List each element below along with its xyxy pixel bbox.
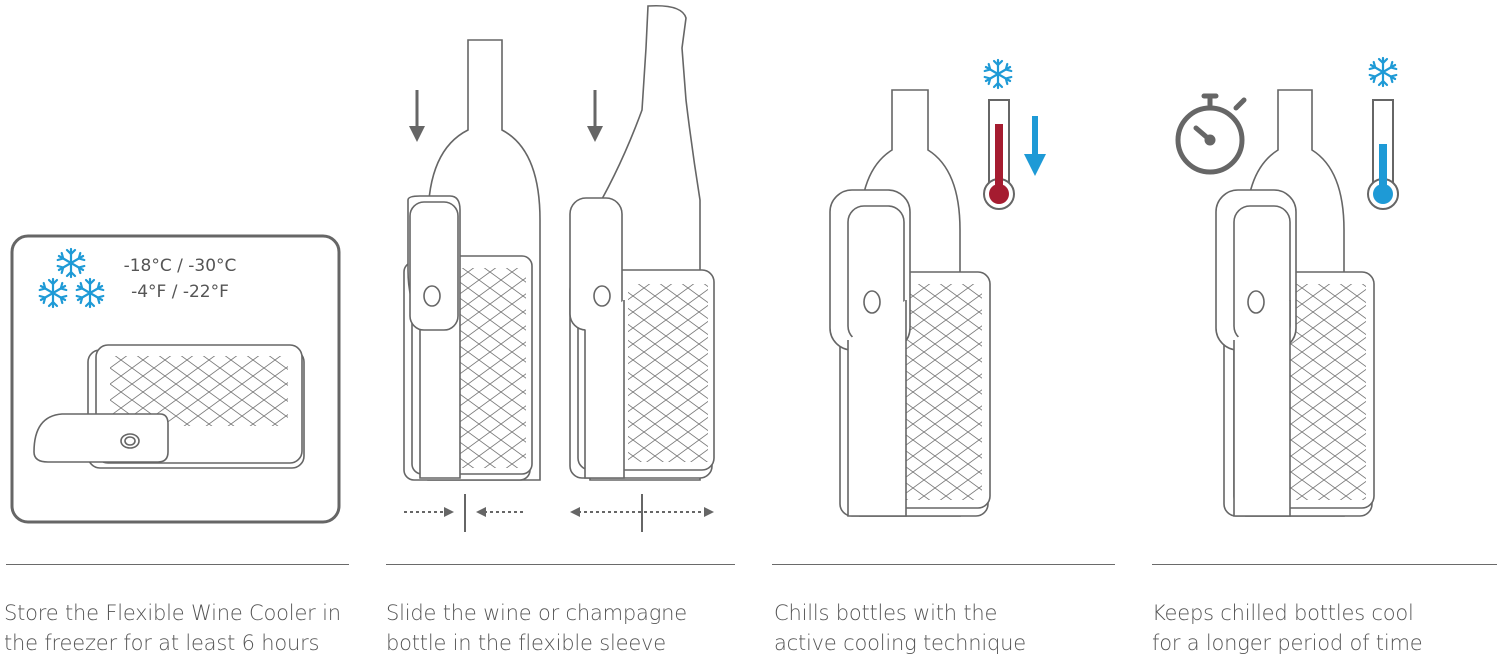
caption-line: active cooling technique [774, 631, 1026, 655]
wine-bottle [829, 89, 991, 517]
snowflake-icon [56, 247, 86, 279]
snowflake-icon [1368, 56, 1398, 88]
temperature-fahrenheit: -4°F / -22°F [131, 282, 229, 302]
stretch-arrows-icon [404, 494, 714, 532]
step-keep-cool-panel: Keeps chilled bottles cool for a longer … [1148, 0, 1500, 663]
step-chill-panel: Chills bottles with the active cooling t… [770, 0, 1130, 663]
step-slide-panel: Slide the wine or champagne bottle in th… [380, 0, 750, 663]
step-caption: Slide the wine or champagne bottle in th… [386, 598, 687, 658]
caption-line: Chills bottles with the [774, 601, 998, 625]
chilling-illustration [829, 58, 1046, 517]
caption-line: the freezer for at least 6 hours [4, 631, 320, 655]
step-caption: Store the Flexible Wine Cooler in the fr… [4, 598, 341, 658]
temperature-down-arrow-icon [1024, 116, 1046, 176]
caption-line: bottle in the flexible sleeve [386, 631, 666, 655]
stopwatch-icon [1175, 93, 1247, 175]
freezer-icon [10, 234, 341, 524]
wine-bottle [403, 39, 541, 481]
champagne-bottle [569, 4, 715, 481]
divider [386, 564, 735, 565]
caption-line: Slide the wine or champagne [386, 601, 687, 625]
thermometer-hot-icon [983, 99, 1015, 210]
snowflake-icon [983, 58, 1013, 90]
down-arrow-icon [409, 90, 425, 142]
temperature-celsius: -18°C / -30°C [124, 256, 237, 276]
bottle-insert-illustration [403, 4, 715, 532]
caption-line: Keeps chilled bottles cool [1152, 601, 1414, 625]
snowflake-icon [75, 277, 105, 309]
divider [772, 564, 1115, 565]
wine-cooler-sleeve [33, 344, 305, 469]
down-arrow-icon [587, 90, 603, 142]
step-caption: Keeps chilled bottles cool for a longer … [1152, 598, 1423, 658]
caption-line: Store the Flexible Wine Cooler in [4, 601, 341, 625]
step-store-panel: -18°C / -30°C -4°F / -22°F Store the Fle… [0, 0, 360, 663]
keep-cool-illustration [1175, 56, 1399, 517]
caption-line: for a longer period of time [1152, 631, 1423, 655]
divider [1152, 564, 1497, 565]
thermometer-cold-icon [1367, 99, 1399, 210]
step-caption: Chills bottles with the active cooling t… [774, 598, 1026, 658]
divider [6, 564, 349, 565]
freezer-illustration: -18°C / -30°C -4°F / -22°F [10, 234, 341, 524]
snowflake-icon [38, 277, 68, 309]
wine-bottle [1215, 89, 1375, 517]
